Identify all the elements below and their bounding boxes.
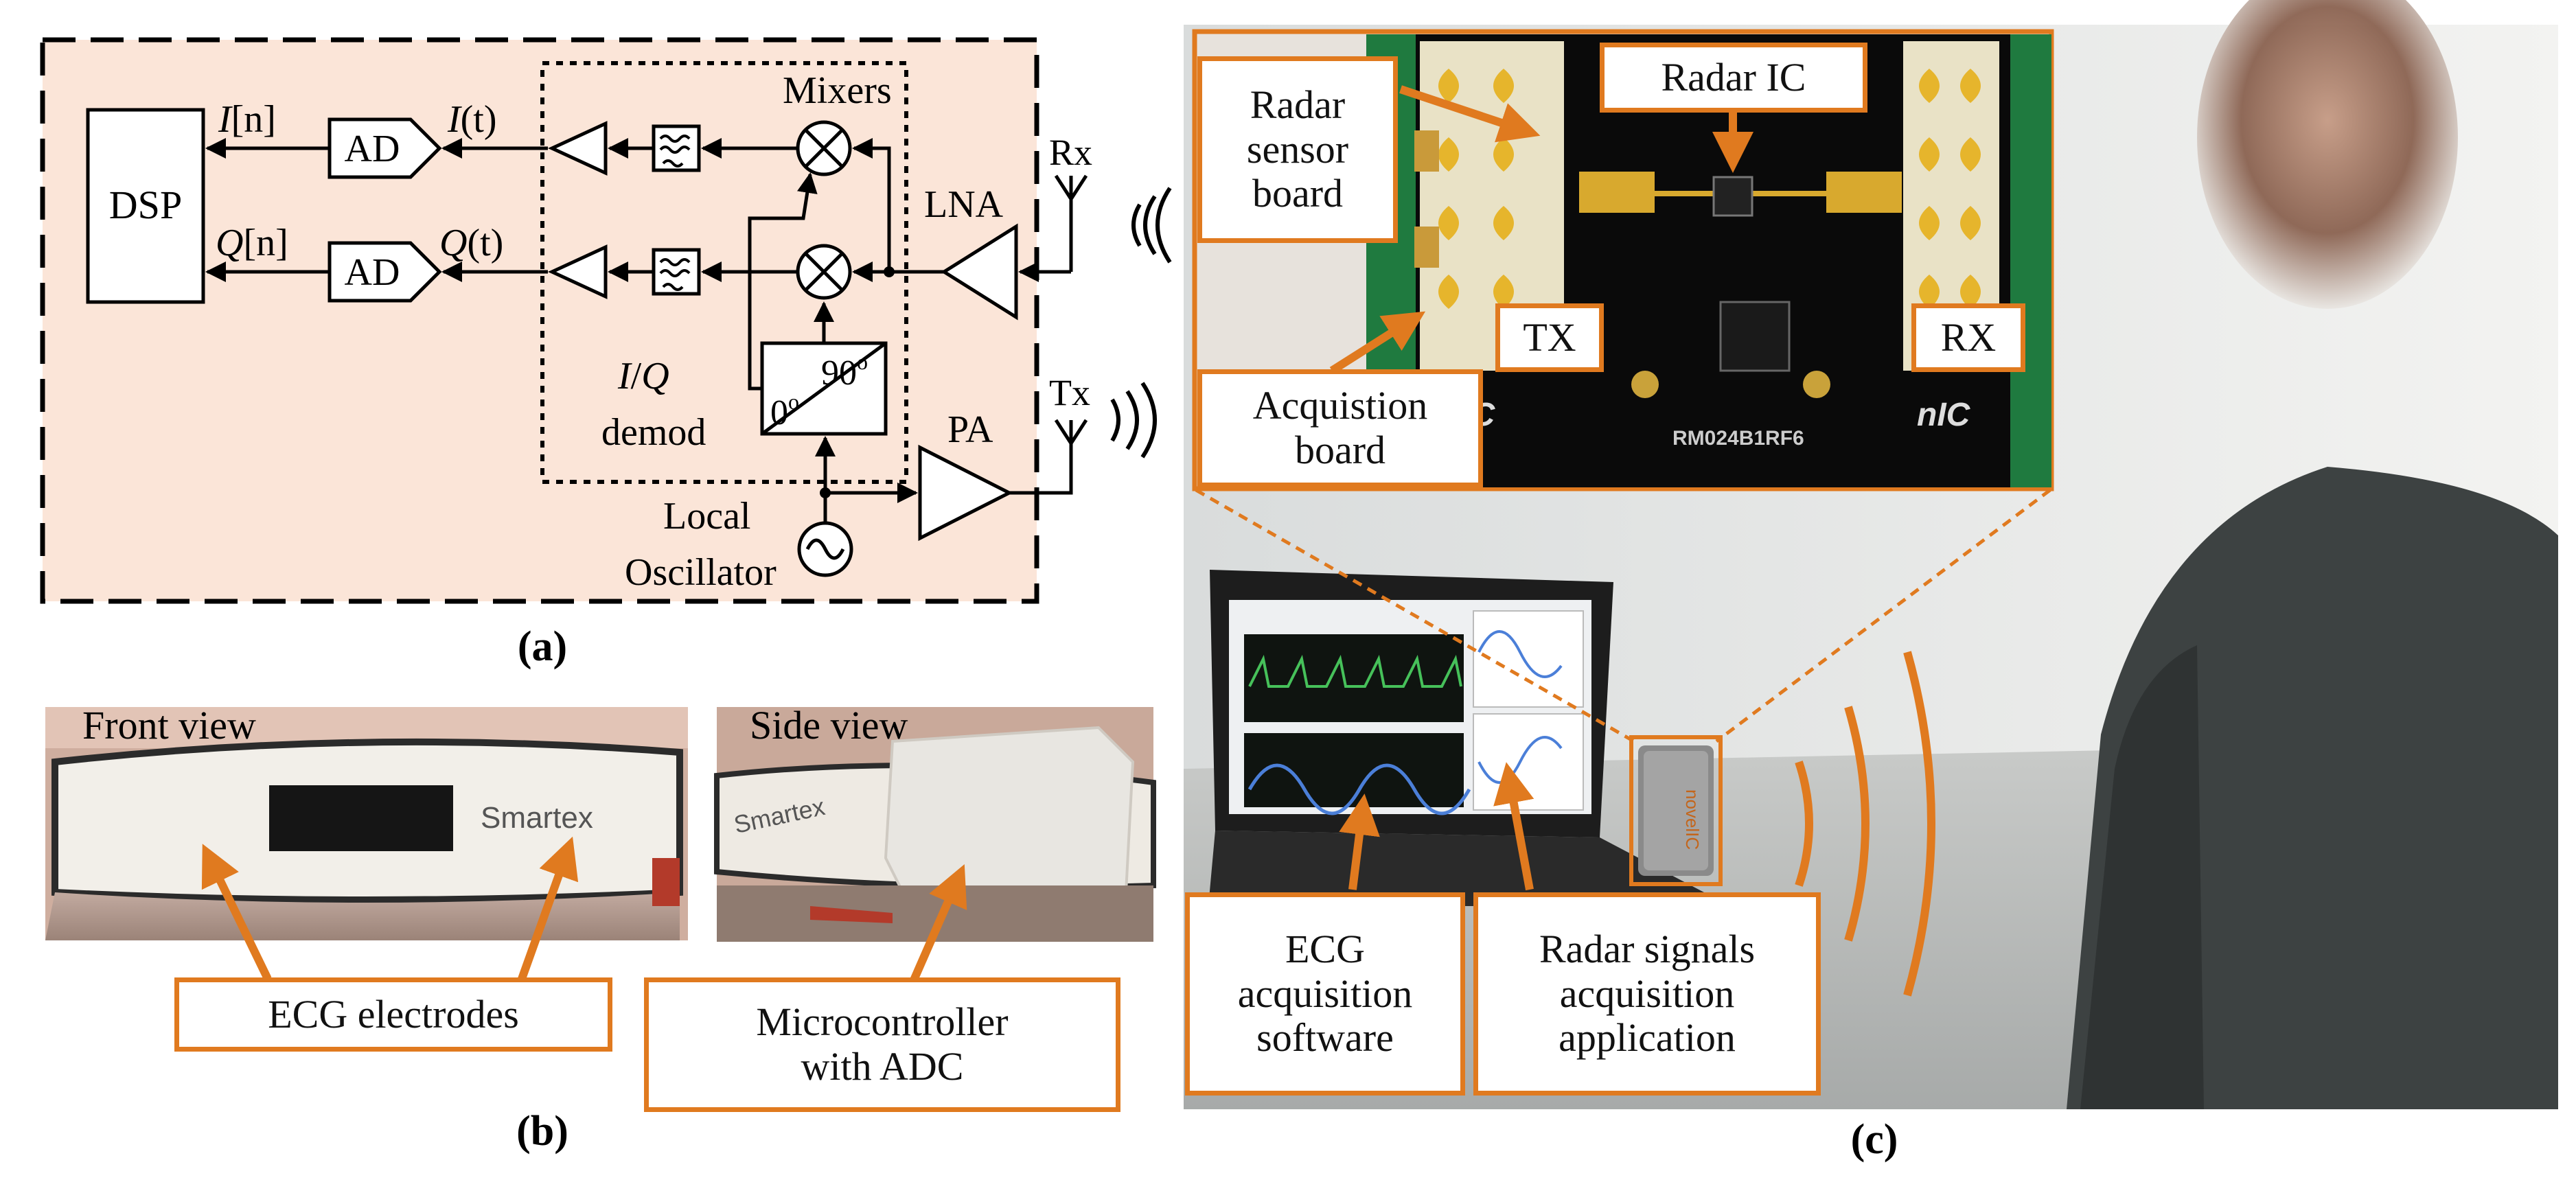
- panel-a-letter: (a): [518, 623, 567, 670]
- rx-callout: RX: [1911, 303, 2025, 372]
- rx-label: Rx: [1049, 132, 1092, 173]
- radar-app-callout: Radar signals acquisition application: [1473, 892, 1821, 1096]
- ad-converter-bottom: [327, 241, 442, 303]
- front-view-photo: Smartex: [45, 707, 688, 940]
- dsp-block: [86, 108, 205, 304]
- ad-bottom-label: AD: [345, 251, 400, 294]
- q-t-label: Q(t): [439, 222, 503, 264]
- inset-zoom-guides: [1195, 488, 2051, 743]
- outgoing-wave-icon: [1110, 382, 1157, 459]
- laptop-base: [1208, 831, 1730, 906]
- phase-90-label: 90o: [821, 349, 868, 393]
- lna-label: LNA: [924, 183, 1004, 226]
- phase-to-i-mixer: [748, 172, 818, 391]
- radar-system-box: [40, 37, 1039, 604]
- q-n-label: Q[n]: [216, 222, 288, 264]
- ad-converter-top: [327, 117, 442, 179]
- panel-c-letter: (c): [1851, 1116, 1898, 1163]
- tx-antenna-icon: [1054, 419, 1088, 447]
- lna-to-i-mixer: [852, 138, 891, 272]
- ecg-electrodes-arrows: [201, 836, 579, 981]
- phase-0-label: 0o: [770, 389, 799, 432]
- front-view-label: Front view: [82, 703, 256, 748]
- incoming-wave-icon: [1131, 187, 1172, 264]
- iq-demod-label: I/Q: [617, 355, 669, 397]
- microcontroller-callout: Microcontroller with ADC: [644, 977, 1120, 1112]
- oscillator-label: Oscillator: [625, 551, 777, 594]
- q-mixer: [796, 244, 852, 300]
- radar-wave-icon: [1795, 651, 1935, 997]
- device-brand-label: novelIC: [1682, 789, 1703, 850]
- tx-label: Tx: [1049, 372, 1090, 413]
- front-brand-label: Smartex: [481, 801, 593, 835]
- tx-callout: TX: [1495, 303, 1604, 372]
- lna-junction: [884, 266, 895, 277]
- q-lowpass-filter: [652, 248, 701, 296]
- iq-demod-box: [540, 61, 908, 484]
- pa-amplifier: [918, 444, 1013, 542]
- lna-amplifier: [941, 223, 1018, 321]
- microcontroller-arrow: [909, 864, 967, 984]
- radar-ic-callout: Radar IC: [1600, 43, 1867, 113]
- ecg-electrodes-callout: ECG electrodes: [174, 977, 612, 1052]
- block-diagram-panel: DSP AD AD I[n] Q[n] I(t) Q(t): [40, 37, 1172, 604]
- ad-top-label: AD: [345, 128, 400, 170]
- board-logo-right: nIC: [1917, 397, 1971, 433]
- i-mixer: [796, 120, 852, 176]
- panel-b-letter: (b): [516, 1108, 568, 1155]
- chip-mark-label: RM024B1RF6: [1672, 427, 1804, 450]
- radar-sensor-board-callout: Radar sensor board: [1197, 56, 1398, 243]
- dsp-label: DSP: [109, 183, 182, 227]
- i-amplifier: [548, 121, 608, 176]
- person-head: [2197, 0, 2458, 309]
- lo-junction: [820, 487, 831, 498]
- rx-antenna-icon: [1054, 174, 1088, 202]
- ecg-software-callout: ECG acquisition software: [1185, 892, 1465, 1096]
- belt-pocket: [269, 785, 453, 851]
- local-oscillator-icon: [797, 521, 853, 577]
- i-lowpass-filter: [652, 124, 701, 172]
- q-amplifier: [548, 244, 608, 299]
- radar-ic-chip: [1712, 176, 1753, 217]
- acquisition-board-callout: Acquistion board: [1197, 369, 1483, 487]
- mixers-label: Mixers: [783, 69, 892, 112]
- demod-label: demod: [601, 411, 706, 454]
- pa-to-tx: [1009, 439, 1073, 495]
- i-n-label: I[n]: [218, 98, 276, 141]
- side-view-label: Side view: [750, 703, 908, 748]
- local-label: Local: [663, 495, 750, 537]
- radar-device-highlight: [1629, 735, 1723, 886]
- i-t-label: I(t): [447, 98, 497, 141]
- phase-shifter-divider: [761, 341, 887, 436]
- pa-label: PA: [947, 408, 993, 451]
